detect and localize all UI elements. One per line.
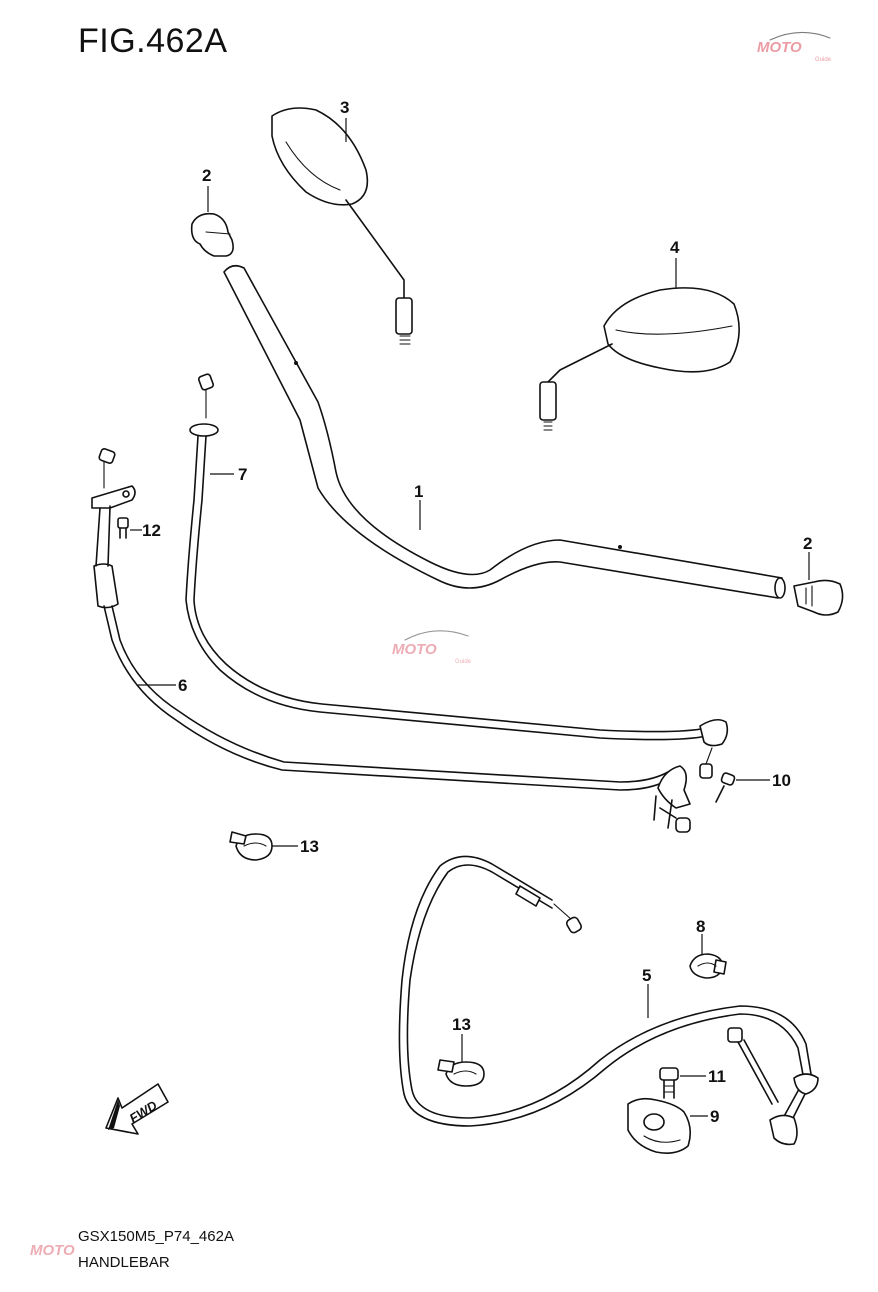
svg-text:Guide: Guide <box>815 57 832 63</box>
callout-8: 8 <box>696 917 705 936</box>
svg-text:MOTO: MOTO <box>392 641 437 658</box>
svg-text:MOTO: MOTO <box>30 1242 75 1259</box>
watermark-logo-top: MOTO Guide <box>757 31 832 63</box>
callout-4: 4 <box>670 238 680 257</box>
mirror-lower-part[interactable] <box>539 287 740 431</box>
callout-13-upper: 13 <box>300 837 319 856</box>
callout-1: 1 <box>414 482 423 501</box>
clamp-8[interactable] <box>689 953 727 979</box>
svg-text:Guide: Guide <box>455 659 472 665</box>
mirror-upper-part[interactable] <box>271 107 413 345</box>
watermark-logo-middle: MOTO Guide <box>392 630 472 665</box>
throttle-cable-6[interactable] <box>91 448 691 833</box>
forward-arrow-icon: FWD <box>105 1083 169 1135</box>
clutch-cable-5[interactable] <box>398 855 819 1146</box>
bracket-9[interactable] <box>627 1097 692 1154</box>
handlebar-part[interactable] <box>223 264 786 599</box>
screw-10[interactable] <box>715 772 736 803</box>
callout-13-lower: 13 <box>452 1015 471 1034</box>
svg-text:MOTO: MOTO <box>757 39 802 56</box>
callout-5: 5 <box>642 966 651 985</box>
watermark-logo-bottom: MOTO <box>30 1242 75 1259</box>
callout-6: 6 <box>178 676 187 695</box>
callout-9: 9 <box>710 1107 719 1126</box>
callout-7: 7 <box>238 465 247 484</box>
clamp-13-upper[interactable] <box>229 831 273 861</box>
screw-12[interactable] <box>117 517 129 539</box>
figure-code: GSX150M5_P74_462A <box>78 1228 234 1245</box>
callout-2-right: 2 <box>803 534 812 553</box>
callout-11: 11 <box>708 1067 726 1086</box>
callout-10: 10 <box>772 771 791 790</box>
bolt-11[interactable] <box>659 1067 679 1099</box>
figure-name: HANDLEBAR <box>78 1254 170 1271</box>
callout-2-left: 2 <box>202 166 211 185</box>
throttle-cable-7[interactable] <box>185 373 729 779</box>
bar-end-left[interactable] <box>190 212 234 257</box>
callout-3: 3 <box>340 98 349 117</box>
figure-title: FIG.462A <box>78 22 228 60</box>
clamp-13-lower[interactable] <box>437 1059 485 1087</box>
bar-end-right[interactable] <box>793 579 844 616</box>
callout-12: 12 <box>142 521 161 540</box>
